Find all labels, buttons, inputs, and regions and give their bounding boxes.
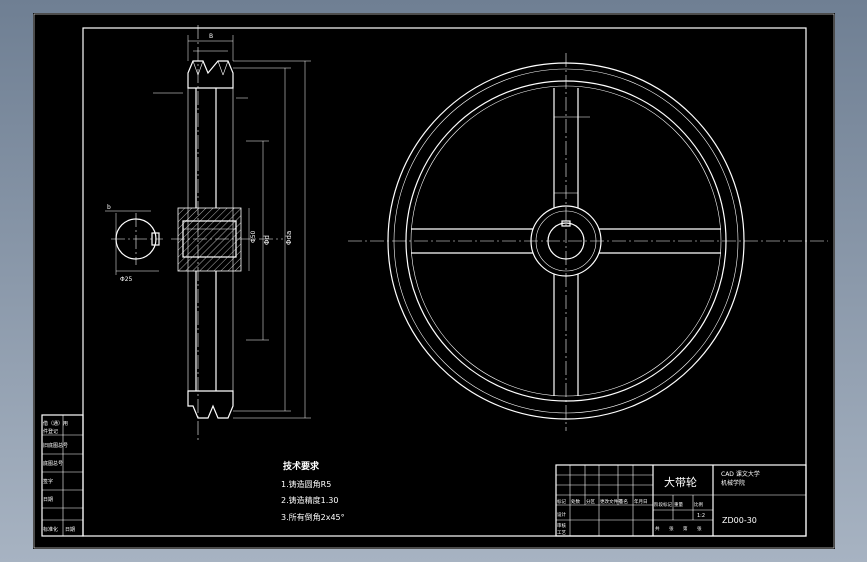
tb-header-3: 分区 xyxy=(586,498,595,505)
side-row-2: 件登记 xyxy=(43,428,58,435)
tb-header-5: 签名 xyxy=(619,498,628,505)
side-row-1: 借（通）用 xyxy=(43,420,68,427)
hub-bore xyxy=(547,222,585,260)
dim-label-d1: Φd xyxy=(263,235,271,245)
section-view: Φd Φda B Φ50 xyxy=(153,25,311,443)
tb-footer-4: 张 xyxy=(697,525,702,532)
tb-footer-1: 共 xyxy=(655,525,660,532)
note-2: 2.铸造精度1.30 xyxy=(281,495,338,505)
side-row-3: 旧底图总号 xyxy=(43,442,68,449)
tb-sub-2: 重量 xyxy=(674,501,683,508)
side-row-6: 日期 xyxy=(43,497,53,503)
dim-label-keyway: b xyxy=(107,204,111,211)
rim-outer xyxy=(387,62,745,420)
technical-notes: 技术要求 1.铸造圆角R5 2.铸造精度1.30 3.所有倒角2x45° xyxy=(281,460,345,522)
sheet-border xyxy=(33,13,835,549)
scale-value: 1:2 xyxy=(697,513,705,519)
dim-label-d2: Φda xyxy=(285,231,293,245)
note-1: 1.铸造圆角R5 xyxy=(281,479,331,489)
notes-title: 技术要求 xyxy=(283,460,320,472)
dim-label-bore: Φ25 xyxy=(120,276,133,283)
tb-left-3: 工艺 xyxy=(557,530,566,536)
tb-footer-3: 第 xyxy=(683,525,688,532)
class-name: 机械学院 xyxy=(721,479,745,487)
note-3: 3.所有倒角2x45° xyxy=(281,512,345,522)
keyway-view: Φ25 b xyxy=(105,204,163,283)
side-bottom-2: 日期 xyxy=(65,527,75,533)
side-row-5: 签字 xyxy=(43,478,53,485)
hub-section xyxy=(177,207,242,272)
tb-header-1: 标记 xyxy=(557,498,566,505)
drawing-canvas: Φd Φda B Φ50 Φ25 b xyxy=(33,13,835,549)
tb-footer-2: 张 xyxy=(669,525,674,532)
tb-sub-1: 阶段标记 xyxy=(654,501,672,508)
side-table: 借（通）用 件登记 旧底图总号 底图总号 签字 日期 标准化 日期 xyxy=(41,414,84,537)
bore-section xyxy=(182,220,237,258)
cad-drawing-viewport[interactable]: Φd Φda B Φ50 Φ25 b xyxy=(33,13,835,549)
front-view xyxy=(348,53,828,431)
side-row-4: 底图总号 xyxy=(43,460,63,467)
drawing-frame xyxy=(82,27,807,537)
tb-header-4: 更改文件号 xyxy=(600,498,623,505)
school-name: CAD 课文大学 xyxy=(721,470,760,478)
tb-left-1: 设计 xyxy=(557,511,566,518)
drawing-number: ZD00-30 xyxy=(722,516,757,525)
rim-inner xyxy=(405,80,727,402)
tb-sub-3: 比例 xyxy=(694,501,703,508)
dim-label-hub: Φ50 xyxy=(250,230,257,243)
tb-left-2: 审核 xyxy=(557,522,566,529)
tb-header-6: 年月日 xyxy=(634,498,648,505)
hub-outer xyxy=(530,205,602,277)
title-block: 标记 处数 分区 更改文件号 签名 年月日 设计 审核 工艺 大带轮 CAD 课… xyxy=(555,464,807,537)
part-name: 大带轮 xyxy=(664,475,697,489)
tb-header-2: 处数 xyxy=(571,498,580,505)
side-bottom-1: 标准化 xyxy=(43,526,58,533)
dim-label-width: B xyxy=(209,33,213,40)
